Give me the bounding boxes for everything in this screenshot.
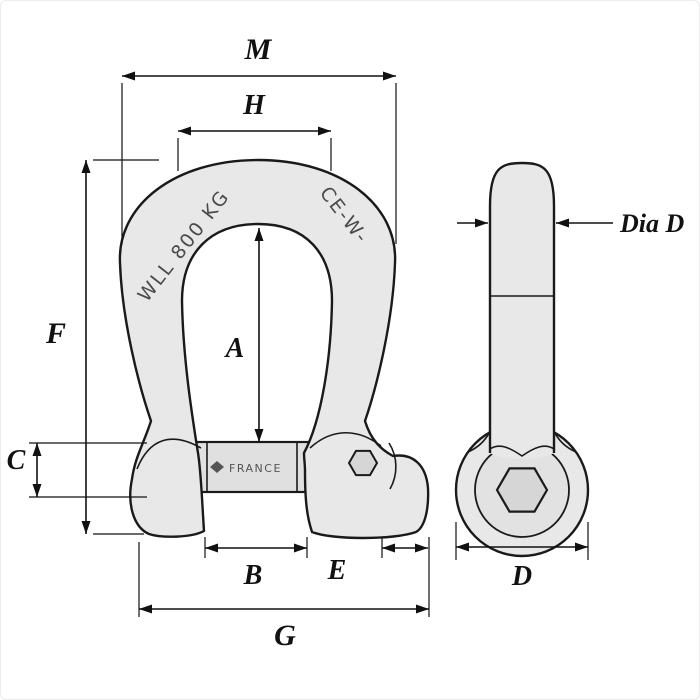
shackle-body [118,158,430,540]
dim-label-m: M [244,33,273,66]
shaft-outline [488,161,556,453]
arrowhead [416,604,429,614]
dim-label-e: E [327,555,347,586]
arrowhead [32,484,42,497]
front-view: WLL 800 KG CE-W- FRANCE [118,158,430,540]
left-ear-contour [136,438,202,470]
hex-socket-icon [347,449,379,477]
arrowhead [254,228,264,241]
arrowhead [556,218,569,228]
dim-H: H [177,90,332,171]
arrowhead [122,71,135,81]
arrowhead [382,543,395,553]
dim-label-g: G [274,619,296,652]
arrowhead [139,604,152,614]
arrowhead [81,160,91,173]
brand-diamond-icon [210,461,224,473]
dim-G: G [138,537,430,652]
dim-DiaD: Dia D [457,209,685,238]
arrowhead [32,443,42,456]
dim-A: A [224,228,264,442]
arrowhead [178,126,191,136]
arrowhead [205,543,218,553]
dim-M: M [121,33,397,244]
dim-E: E [327,537,428,586]
arrowhead [294,543,307,553]
arrowhead [254,429,264,442]
dim-B: B [204,537,308,591]
dim-label-h: H [242,90,266,121]
right-boss-face [388,442,397,490]
dim-label-d: D [511,561,532,592]
collar-fillet-right [553,430,577,453]
dim-label-c: C [7,445,26,476]
arrowhead [456,542,469,552]
shaft-fill [490,163,554,459]
side-view [454,161,590,558]
dim-label-b: B [243,560,263,591]
dim-F: F [45,159,159,535]
collar-fillet-left [467,430,491,453]
arrowhead [318,126,331,136]
arrowhead [475,218,488,228]
right-ear-contour [309,431,382,449]
side-hex-socket-icon [495,467,549,513]
dimensions: M H F A [7,33,685,652]
dim-label-f: F [45,317,66,350]
dim-label-a: A [224,333,245,364]
arrowhead [383,71,396,81]
arrowhead [81,521,91,534]
pin-brand-text: FRANCE [229,462,282,475]
dim-label-dia-d: Dia D [619,209,685,238]
arrowhead [575,542,588,552]
collar-wave [489,445,555,457]
arrowhead [415,543,428,553]
dim-D: D [455,522,589,592]
dim-C: C [7,442,147,498]
